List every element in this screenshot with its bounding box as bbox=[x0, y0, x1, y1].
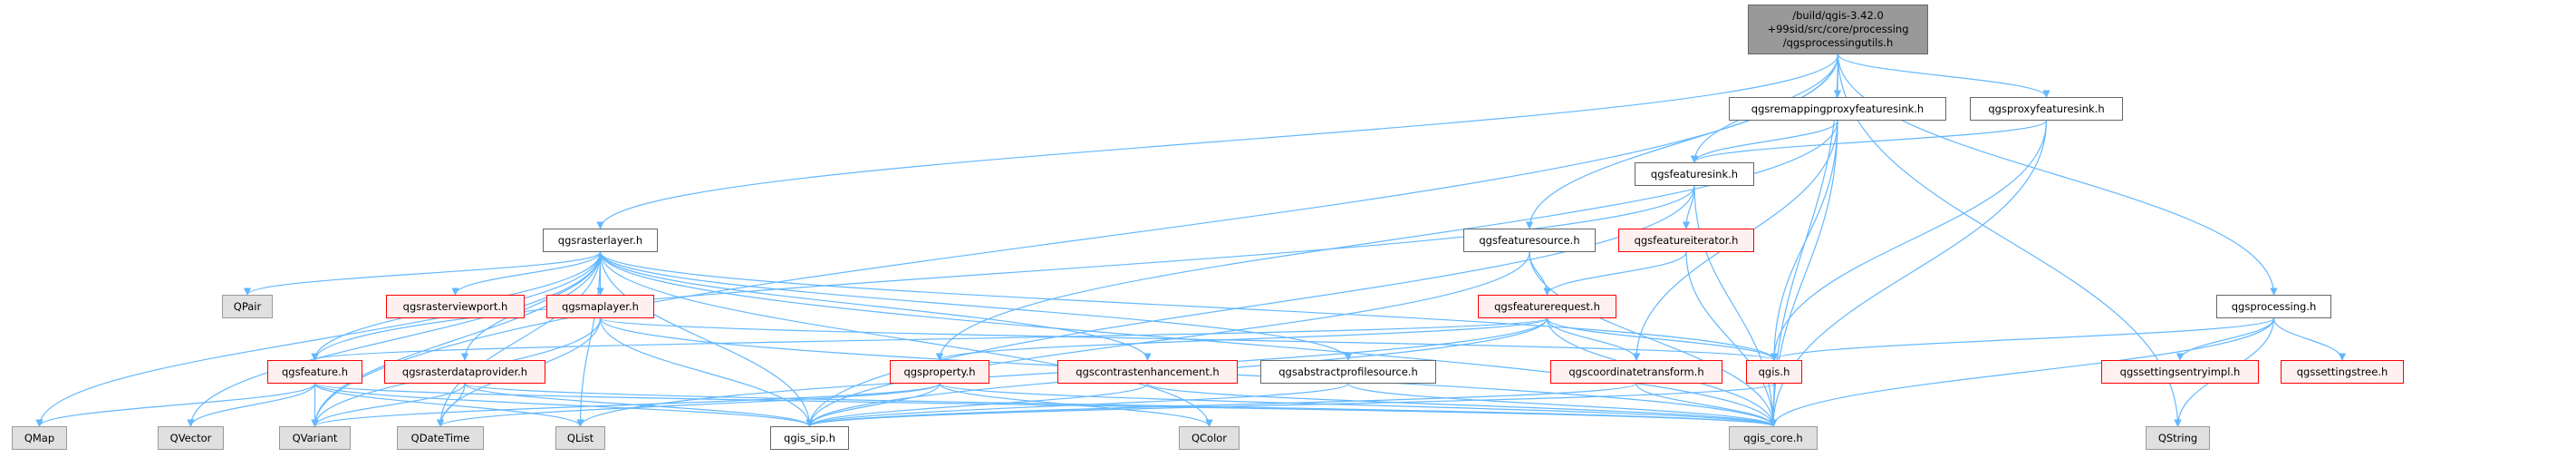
edge-property-to-sip bbox=[806, 383, 941, 427]
edge-raster-to-contrast bbox=[599, 251, 1152, 361]
edge-raster-to-viewport bbox=[451, 251, 602, 296]
node-feature[interactable]: qgsfeature.h bbox=[267, 360, 362, 384]
node-sink[interactable]: qgsfeaturesink.h bbox=[1635, 162, 1754, 186]
node-maplayer[interactable]: qgsmaplayer.h bbox=[546, 295, 654, 318]
edge-main-to-processing bbox=[1837, 54, 2278, 296]
edge-coord-to-core bbox=[1635, 383, 1778, 427]
edge-iter-to-core bbox=[1685, 251, 1778, 427]
edge-iter-to-request bbox=[1543, 251, 1687, 296]
edge-feature-to-qlist bbox=[314, 383, 584, 427]
edge-raster-to-qdatetime bbox=[436, 251, 602, 427]
edge-source-to-request bbox=[1529, 251, 1551, 296]
edge-maplayer-to-sip bbox=[599, 317, 814, 427]
node-qvariant[interactable]: QVariant bbox=[279, 426, 351, 450]
edge-sink-to-core bbox=[1693, 185, 1778, 427]
edge-raster-to-qpair bbox=[243, 251, 602, 296]
edge-feature-to-qvector bbox=[187, 383, 316, 427]
edge-processing-to-core bbox=[1769, 317, 2275, 427]
edge-raster-to-qgis bbox=[599, 251, 1779, 361]
node-entryimpl[interactable]: qgssettingsentryimpl.h bbox=[2101, 360, 2259, 384]
edge-proxy-to-sink bbox=[1690, 120, 2048, 163]
edge-property-to-core bbox=[939, 383, 1777, 427]
edge-contrast-to-sip bbox=[806, 383, 1149, 427]
node-qcolor[interactable]: QColor bbox=[1179, 426, 1240, 450]
node-tree[interactable]: qgssettingstree.h bbox=[2281, 360, 2404, 384]
node-core[interactable]: qgis_core.h bbox=[1729, 426, 1818, 450]
node-sip[interactable]: qgis_sip.h bbox=[770, 426, 849, 450]
edge-processing-to-entryimpl bbox=[2176, 317, 2275, 361]
node-proxy[interactable]: qgsproxyfeaturesink.h bbox=[1970, 97, 2123, 121]
edge-profile-to-core bbox=[1347, 383, 1778, 427]
edge-provider-to-core bbox=[464, 383, 1777, 427]
node-qstring[interactable]: QString bbox=[2146, 426, 2210, 450]
edge-request-to-property bbox=[936, 317, 1548, 361]
edge-request-to-feature bbox=[311, 317, 1548, 361]
edge-main-to-raster bbox=[596, 54, 1839, 229]
node-qpair[interactable]: QPair bbox=[222, 295, 273, 318]
node-qlist[interactable]: QList bbox=[555, 426, 605, 450]
edge-raster-to-qvariant bbox=[311, 251, 602, 427]
edge-proxy-to-qgis bbox=[1770, 120, 2048, 361]
edge-main-to-proxy bbox=[1837, 54, 2050, 98]
edge-main-to-qvariant bbox=[311, 54, 1839, 427]
node-provider[interactable]: qgsrasterdataprovider.h bbox=[384, 360, 545, 384]
edge-feature-to-sip bbox=[314, 383, 814, 427]
edge-property-to-qvariant bbox=[311, 383, 941, 427]
edge-processing-to-qgis bbox=[1770, 317, 2275, 361]
node-main[interactable]: /build/qgis-3.42.0 +99sid/src/core/proce… bbox=[1748, 5, 1928, 54]
edge-raster-to-provider bbox=[460, 251, 602, 361]
edge-main-to-source bbox=[1525, 54, 1839, 229]
node-coord[interactable]: qgscoordinatetransform.h bbox=[1550, 360, 1722, 384]
edge-qgis-to-sip bbox=[806, 383, 1775, 427]
node-qmap[interactable]: QMap bbox=[12, 426, 67, 450]
node-qgis[interactable]: qgis.h bbox=[1746, 360, 1802, 384]
edge-sink-to-feature bbox=[311, 185, 1695, 361]
edge-raster-to-qvector bbox=[187, 251, 602, 427]
node-viewport[interactable]: qgsrasterviewport.h bbox=[386, 295, 525, 318]
node-profile[interactable]: qgsabstractprofilesource.h bbox=[1260, 360, 1436, 384]
edge-request-to-qgis bbox=[1546, 317, 1779, 361]
edge-request-to-coord bbox=[1546, 317, 1641, 361]
edge-processing-to-tree bbox=[2272, 317, 2347, 361]
edge-remap-to-sink bbox=[1690, 120, 1838, 163]
edge-provider-to-qvariant bbox=[311, 383, 466, 427]
node-source[interactable]: qgsfeaturesource.h bbox=[1463, 229, 1596, 252]
node-contrast[interactable]: qgscontrastenhancement.h bbox=[1057, 360, 1238, 384]
node-property[interactable]: qgsproperty.h bbox=[890, 360, 989, 384]
edge-qgis-to-core bbox=[1769, 383, 1778, 427]
edge-remap-to-qgis bbox=[1770, 120, 1838, 361]
node-raster[interactable]: qgsrasterlayer.h bbox=[543, 229, 658, 252]
edge-source-to-core bbox=[1529, 251, 1778, 427]
node-request[interactable]: qgsfeaturerequest.h bbox=[1478, 295, 1616, 318]
edge-coord-to-sip bbox=[806, 383, 1637, 427]
node-qvector[interactable]: QVector bbox=[158, 426, 224, 450]
node-iter[interactable]: qgsfeatureiterator.h bbox=[1618, 229, 1754, 252]
edge-property-to-qdatetime bbox=[436, 383, 941, 427]
node-remap[interactable]: qgsremappingproxyfeaturesink.h bbox=[1729, 97, 1946, 121]
edge-contrast-to-core bbox=[1146, 383, 1777, 427]
edge-feature-to-qmap bbox=[35, 383, 316, 427]
node-qdatetime[interactable]: QDateTime bbox=[397, 426, 484, 450]
edge-maplayer-to-qgis bbox=[599, 317, 1778, 361]
edge-raster-to-qcolor bbox=[599, 251, 1213, 427]
node-processing[interactable]: qgsprocessing.h bbox=[2216, 295, 2331, 318]
edge-remap-to-property bbox=[935, 120, 1838, 361]
edge-proxy-to-core bbox=[1769, 120, 2048, 427]
edge-raster-to-qlist bbox=[576, 251, 602, 427]
edge-profile-to-sip bbox=[806, 383, 1349, 427]
edge-raster-to-qmap bbox=[35, 251, 602, 427]
